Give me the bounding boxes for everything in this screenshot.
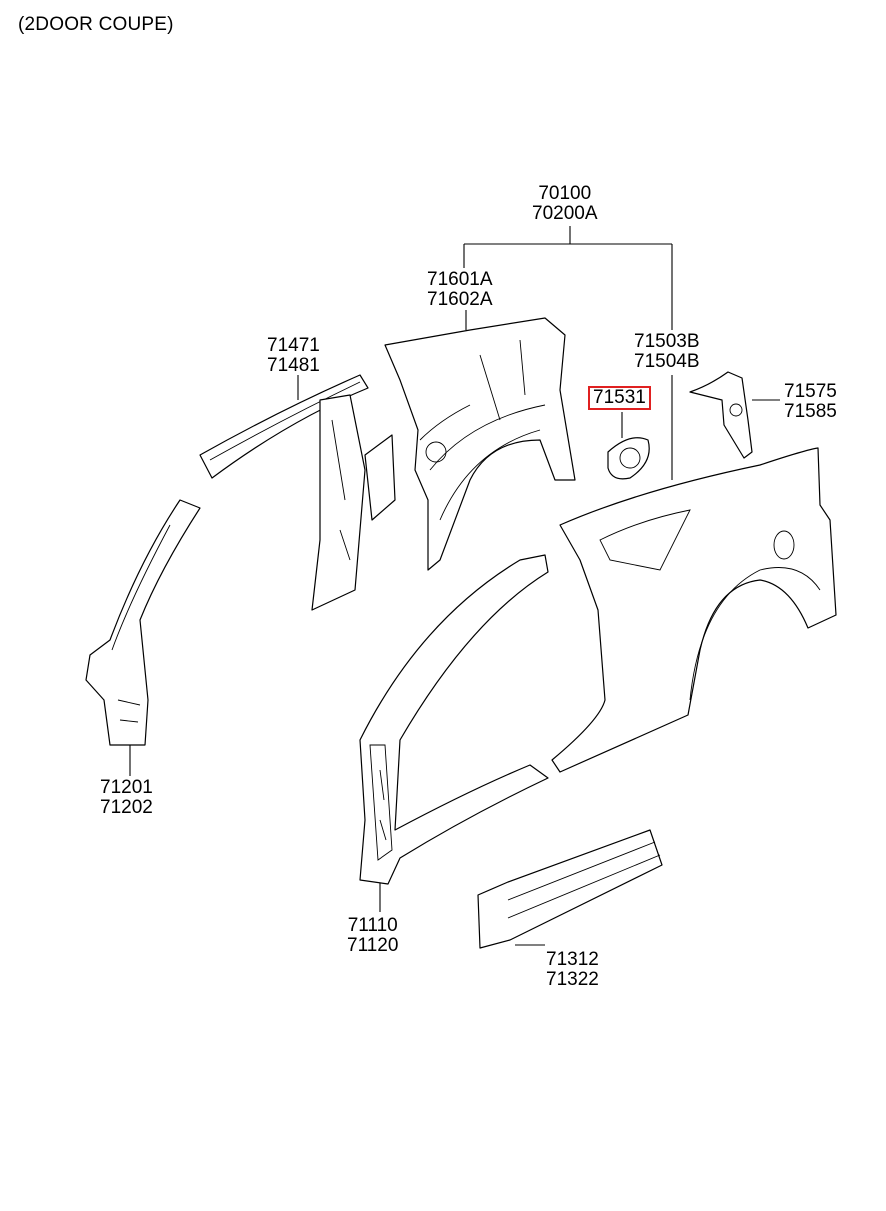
label-71110: 71110 71120 — [347, 916, 398, 956]
label-71201: 71201 71202 — [100, 778, 153, 818]
label-71531[interactable]: 71531 — [588, 386, 651, 410]
part-71503-quarter-panel — [551, 447, 837, 773]
label-71201-line2: 71202 — [100, 797, 153, 818]
label-70100: 70100 70200A — [532, 184, 598, 224]
part-71601-inner-panel — [384, 317, 576, 571]
label-71312: 71312 71322 — [546, 950, 599, 990]
label-70100-line2: 70200A — [532, 203, 598, 224]
label-71601-line2: 71602A — [427, 289, 493, 310]
label-71531-highlighted[interactable]: 71531 — [588, 386, 651, 410]
part-71312-sill — [477, 829, 663, 949]
label-71503-line2: 71504B — [634, 351, 700, 372]
part-71575-bracket — [689, 371, 753, 459]
part-71531-housing — [607, 437, 650, 480]
label-71110-line1: 71110 — [347, 915, 398, 936]
label-71312-line2: 71322 — [546, 969, 599, 990]
leader-lines — [129, 226, 780, 946]
label-71575: 71575 71585 — [784, 382, 837, 422]
part-71471-roof-rail — [199, 374, 396, 611]
label-71110-line2: 71120 — [347, 935, 399, 956]
label-71312-line1: 71312 — [546, 949, 599, 970]
label-71503-line1: 71503B — [634, 331, 700, 352]
label-71575-line1: 71575 — [784, 381, 837, 402]
label-70100-line1: 70100 — [538, 183, 592, 204]
label-71575-line2: 71585 — [784, 401, 837, 422]
label-71601-line1: 71601A — [427, 269, 493, 290]
diagram-title: (2DOOR COUPE) — [18, 14, 174, 35]
label-71201-line1: 71201 — [100, 777, 153, 798]
label-71471: 71471 71481 — [267, 336, 320, 376]
label-71601: 71601A 71602A — [427, 270, 493, 310]
part-71110-side-outer — [359, 554, 549, 885]
label-71503: 71503B 71504B — [634, 332, 700, 372]
label-71471-line2: 71481 — [267, 355, 320, 376]
part-71201-a-pillar — [85, 499, 201, 746]
label-71471-line1: 71471 — [267, 335, 320, 356]
